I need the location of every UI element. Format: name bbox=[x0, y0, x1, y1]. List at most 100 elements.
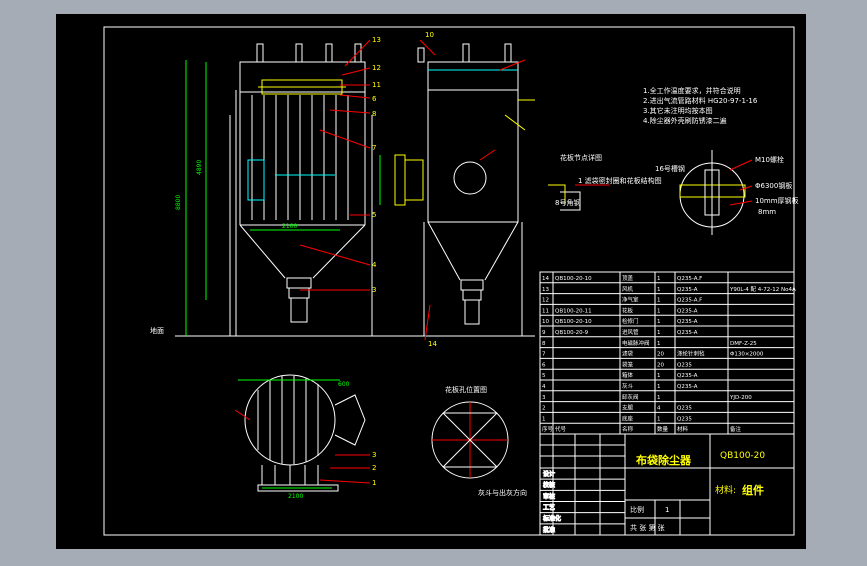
bom-cell-qty: 1 bbox=[657, 298, 661, 304]
detail-b-label2: Φ6300钢板 bbox=[755, 181, 792, 190]
svg-text:1: 1 bbox=[372, 479, 376, 487]
bom-header-material: 材料 bbox=[677, 425, 689, 433]
svg-text:4: 4 bbox=[372, 261, 377, 269]
bom-cell-qty: 20 bbox=[657, 362, 664, 368]
qty-value: 1 bbox=[665, 506, 669, 514]
detail-b-title: 16号槽钢 bbox=[655, 164, 685, 173]
bom-cell-note: Y90L-4 配 4-72-12 No4A bbox=[729, 286, 796, 293]
bom-cell-name: 底座 bbox=[622, 414, 634, 422]
note-1: 1.全工作温度要求，并符合说明 bbox=[643, 86, 741, 95]
bom-cell-material: Q235 bbox=[677, 362, 692, 368]
bom-cell-material: Q235 bbox=[677, 416, 692, 422]
drawing-canvas bbox=[56, 14, 806, 549]
detail-b-label3: 10mm厚钢板 bbox=[755, 196, 799, 205]
bom-cell-no: 10 bbox=[542, 319, 549, 325]
bom-cell-qty: 1 bbox=[657, 341, 661, 347]
drawing-number: QB100-20 bbox=[720, 451, 765, 461]
detail-b-label4: 8mm bbox=[758, 208, 776, 216]
bom-cell-material: Q235-A bbox=[677, 330, 698, 336]
bom-cell-code: QB100-20-11 bbox=[555, 308, 592, 314]
svg-text:12: 12 bbox=[372, 64, 381, 72]
bom-cell-name: 电磁脉冲阀 bbox=[622, 339, 650, 347]
drawing-title: 布袋除尘器 bbox=[636, 453, 692, 467]
bom-cell-note: DMF-Z-25 bbox=[730, 341, 757, 347]
title-row-label: 审核 bbox=[543, 492, 555, 500]
section-title: 花板孔位置图 bbox=[445, 385, 487, 394]
ground-level-label: 地面 bbox=[150, 326, 164, 335]
bom-cell-qty: 1 bbox=[657, 319, 661, 325]
bom-cell-name: 花板 bbox=[622, 306, 634, 314]
bom-cell-qty: 1 bbox=[657, 276, 661, 282]
bom-cell-qty: 4 bbox=[657, 406, 661, 412]
title-row-label: 标准化 bbox=[543, 515, 561, 523]
bom-cell-name: 净气室 bbox=[622, 296, 639, 304]
svg-text:11: 11 bbox=[372, 81, 381, 89]
bom-cell-material: Q235-A.F bbox=[677, 298, 702, 304]
technical-notes: 1.全工作温度要求，并符合说明 2.进出气流管路材料 HG20-97-1-16 … bbox=[643, 86, 758, 125]
svg-text:3: 3 bbox=[372, 451, 376, 459]
bom-cell-code: QB100-20-9 bbox=[555, 330, 589, 336]
svg-text:6: 6 bbox=[372, 95, 377, 103]
svg-text:7: 7 bbox=[372, 144, 376, 152]
bom-cell-material: Q235-A bbox=[677, 373, 698, 379]
section-note: 灰斗与出灰方向 bbox=[478, 488, 527, 497]
detail-b: 16号槽钢 M10螺栓 Φ6300钢板 10mm厚钢板 8mm bbox=[655, 150, 799, 235]
svg-text:600: 600 bbox=[338, 381, 350, 388]
svg-text:10: 10 bbox=[425, 31, 434, 39]
bom-cell-no: 1 bbox=[542, 416, 546, 422]
bom-cell-code: QB100-20-10 bbox=[555, 276, 592, 282]
bom-cell-note: YJD-200 bbox=[729, 395, 752, 401]
bom-cell-material: Q235-A bbox=[677, 384, 698, 390]
title-row-label: 设计 bbox=[543, 470, 555, 478]
bom-cell-no: 12 bbox=[542, 298, 549, 304]
svg-text:14: 14 bbox=[428, 340, 437, 348]
bom-cell-qty: 1 bbox=[657, 287, 661, 293]
svg-text:5: 5 bbox=[372, 211, 376, 219]
bom-cell-qty: 1 bbox=[657, 373, 661, 379]
bom-cell-name: 箱体 bbox=[622, 371, 634, 379]
bom-cell-no: 13 bbox=[542, 287, 549, 293]
bom-cell-name: 检修门 bbox=[622, 317, 639, 325]
bom-cell-no: 7 bbox=[542, 352, 546, 358]
bom-cell-name: 支腿 bbox=[622, 404, 634, 412]
svg-text:3: 3 bbox=[372, 286, 376, 294]
material-label: 材料: bbox=[715, 484, 736, 496]
bom-cell-qty: 1 bbox=[657, 416, 661, 422]
detail-a-title: 花板节点详图 bbox=[560, 153, 602, 162]
bom-cell-material: Q235-A bbox=[677, 319, 698, 325]
svg-text:13: 13 bbox=[372, 36, 381, 44]
svg-text:2: 2 bbox=[372, 464, 376, 472]
bom-cell-code: QB100-20-10 bbox=[555, 319, 592, 325]
bom-cell-no: 11 bbox=[542, 308, 549, 314]
bom-cell-material: Q235-A bbox=[677, 308, 698, 314]
svg-text:2100: 2100 bbox=[282, 223, 297, 230]
bom-cell-qty: 1 bbox=[657, 330, 661, 336]
svg-text:4890: 4890 bbox=[196, 160, 203, 175]
bom-header-name: 名称 bbox=[622, 425, 634, 433]
bom-cell-no: 6 bbox=[542, 362, 546, 368]
detail-a-label1: 1 滤袋密封圈和花板结构图 bbox=[578, 176, 662, 185]
side-view: 10 14 bbox=[379, 31, 535, 348]
bom-cell-qty: 20 bbox=[657, 352, 664, 358]
bom-cell-no: 9 bbox=[542, 330, 546, 336]
title-row-label: 工艺 bbox=[543, 504, 555, 512]
bom-cell-no: 2 bbox=[542, 406, 546, 412]
bom-cell-no: 4 bbox=[542, 384, 546, 390]
bom-cell-name: 滤袋 bbox=[622, 350, 634, 358]
bom-cell-qty: 1 bbox=[657, 384, 661, 390]
bom-cell-no: 14 bbox=[542, 276, 549, 282]
bom-cell-material: Q235-A bbox=[677, 287, 698, 293]
bom-cell-no: 5 bbox=[542, 373, 546, 379]
detail-b-label1: M10螺栓 bbox=[755, 155, 784, 164]
detail-a: 花板节点详图 1 滤袋密封圈和花板结构图 8号角钢 bbox=[548, 153, 662, 211]
bom-cell-qty: 1 bbox=[657, 395, 661, 401]
bom-cell-name: 进风管 bbox=[622, 328, 639, 336]
bom-cell-name: 风机 bbox=[622, 285, 634, 293]
bom-cell-name: 顶盖 bbox=[622, 274, 634, 282]
detail-a-label2: 8号角钢 bbox=[555, 198, 580, 207]
bom-cell-material: Q235 bbox=[677, 406, 692, 412]
